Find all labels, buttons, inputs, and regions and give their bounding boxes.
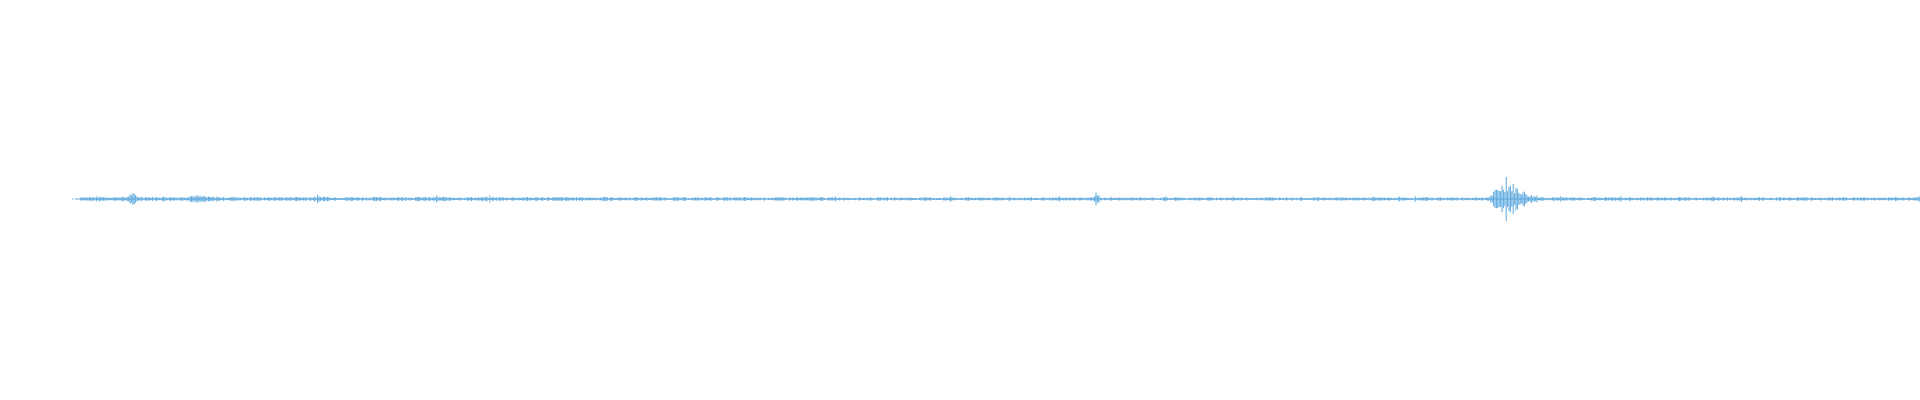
waveform-bars — [72, 177, 1920, 221]
